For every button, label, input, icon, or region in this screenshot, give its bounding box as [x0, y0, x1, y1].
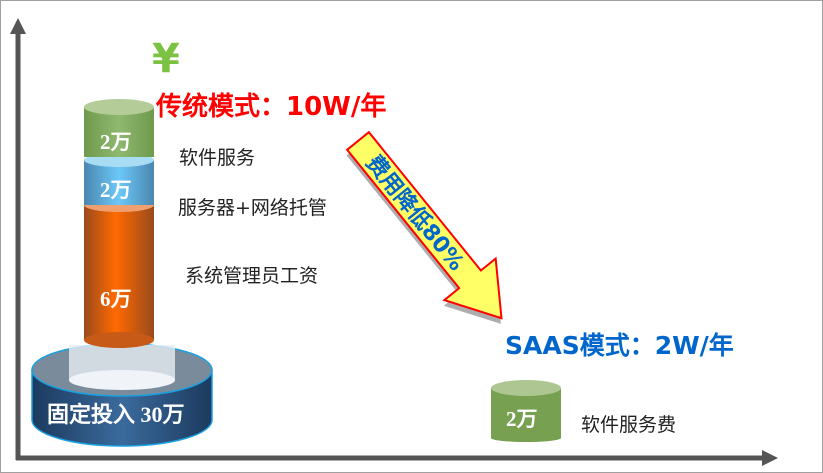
saas-cylinder	[491, 380, 561, 442]
base-label: 固定投入 30万	[47, 402, 185, 427]
x-axis	[16, 450, 778, 466]
base-disk	[31, 343, 213, 447]
traditional-cylinder	[84, 99, 154, 348]
segment-value-server: 2万	[100, 178, 132, 202]
saas-segment-label: 软件服务费	[581, 414, 677, 436]
segment-value-software: 2万	[100, 130, 132, 154]
segment-label-server: 服务器+网络托管	[178, 197, 327, 219]
traditional-title: 传统模式：10W/年	[156, 92, 387, 122]
saas-title: SAAS模式：2W/年	[505, 331, 734, 360]
yen-icon: ¥	[152, 36, 180, 82]
arrow-text: 费用降低80%	[361, 151, 469, 276]
y-axis	[10, 18, 26, 460]
reduction-arrow: 费用降低80%	[345, 130, 503, 324]
segment-value-salary: 6万	[100, 287, 132, 311]
saas-segment-value: 2万	[506, 407, 538, 431]
segment-label-software: 软件服务	[179, 147, 256, 169]
segment-label-salary: 系统管理员工资	[185, 265, 319, 287]
